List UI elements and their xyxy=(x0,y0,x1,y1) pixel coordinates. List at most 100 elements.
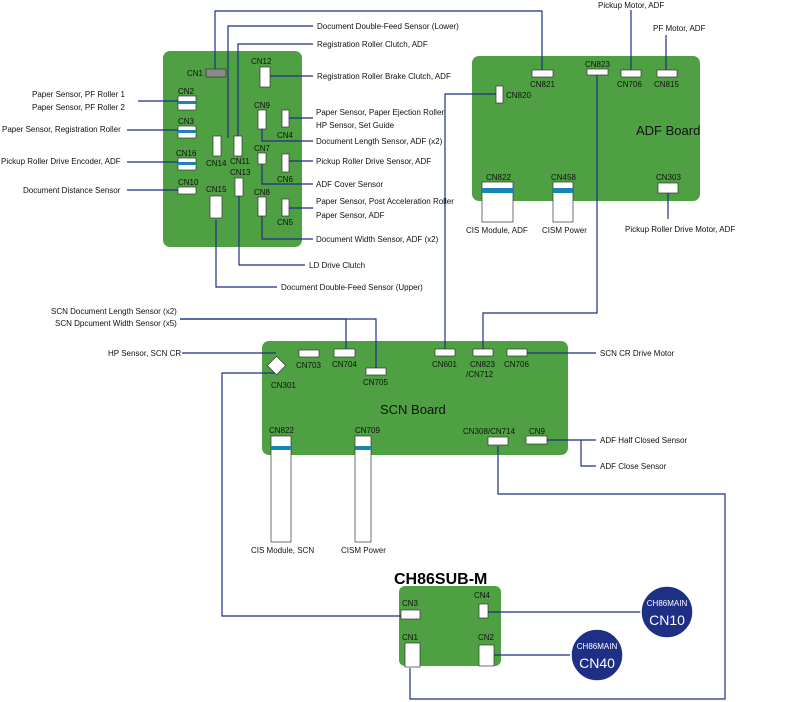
label-hp-sensor-scn-cr: HP Sensor, SCN CR xyxy=(108,349,181,358)
scn-cn709-stripe xyxy=(355,446,371,450)
cn8-label: CN8 xyxy=(254,188,271,197)
adf-cn820-label: CN820 xyxy=(506,91,531,100)
label-pickup-drive-sensor: Pickup Roller Drive Sensor, ADF xyxy=(316,157,431,166)
sub-cn4-connector xyxy=(478,603,489,619)
label-cis-module-adf: CIS Module, ADF xyxy=(466,226,528,235)
label-paper-sensor-adf: Paper Sensor, ADF xyxy=(316,211,385,220)
ch86main-cn40-badge: CH86MAIN CN40 xyxy=(570,628,624,682)
cn4-connector xyxy=(281,109,290,128)
cn14-label: CN14 xyxy=(206,159,227,168)
label-paper-sensor-reg: Paper Sensor, Registration Roller xyxy=(2,125,121,134)
badge-cn10-top: CH86MAIN xyxy=(647,599,688,608)
label-pickup-encoder: Pickup Roller Drive Encoder, ADF xyxy=(1,157,121,166)
cn2-label: CN2 xyxy=(178,87,195,96)
cn6-connector xyxy=(281,153,290,173)
badge-cn40-top: CH86MAIN xyxy=(577,642,618,651)
scn-labels: SCN Document Length Sensor (x2) SCN Dpcu… xyxy=(51,307,687,555)
label-pf-motor: PF Motor, ADF xyxy=(653,24,706,33)
scn-cn601-label: CN601 xyxy=(432,360,457,369)
scn-cn705-connector xyxy=(365,367,387,376)
label-paper-sensor-post-accel: Paper Sensor, Post Acceleration Roller xyxy=(316,197,454,206)
wires xyxy=(127,10,726,700)
cn3-label: CN3 xyxy=(178,117,195,126)
scn-cn705-label: CN705 xyxy=(363,378,388,387)
scn-cn712-label: /CN712 xyxy=(466,370,494,379)
adf-board-content: ADF Board CN821 CN823 CN706 CN815 CN820 … xyxy=(481,60,700,223)
label-pickup-motor: Pickup Motor, ADF xyxy=(598,1,664,10)
cn9-connector xyxy=(257,109,267,130)
cn9-label: CN9 xyxy=(254,101,271,110)
adf-cn823-connector xyxy=(586,68,609,76)
sub-board-content: CH86SUB-M CN3 CN4 CN1 CN2 xyxy=(394,571,495,668)
sub-board-title: CH86SUB-M xyxy=(394,571,487,588)
cn12-connector xyxy=(259,66,271,88)
scn-cn822-label: CN822 xyxy=(269,426,294,435)
badge-cn40-bottom: CN40 xyxy=(579,655,615,671)
cn14-connector xyxy=(212,135,222,157)
sub-cn2-connector xyxy=(478,644,495,667)
adf-cn458-label: CN458 xyxy=(551,173,576,182)
sub-cn2-label: CN2 xyxy=(478,633,495,642)
label-reg-roller-clutch: Registration Roller Clutch, ADF xyxy=(317,40,428,49)
cn2-stripe xyxy=(178,101,196,104)
cn13-connector xyxy=(234,177,244,197)
scn-cn709-label: CN709 xyxy=(355,426,380,435)
scn-cn9-connector xyxy=(525,435,548,445)
scn-cn706-label: CN706 xyxy=(504,360,529,369)
scn-cn703-label: CN703 xyxy=(296,361,321,370)
adf-cn820-connector xyxy=(495,85,504,104)
adf-cn706-label: CN706 xyxy=(617,80,642,89)
label-doc-distance: Document Distance Sensor xyxy=(23,186,121,195)
adf-cn823-label: CN823 xyxy=(585,60,610,69)
cn5-connector xyxy=(281,198,290,217)
cn7-label: CN7 xyxy=(254,144,271,153)
cn6-label: CN6 xyxy=(277,175,294,184)
adf-board xyxy=(472,56,700,201)
cn10-label: CN10 xyxy=(178,178,199,187)
cn12-label: CN12 xyxy=(251,57,272,66)
label-doc-double-feed-lower: Document Double-Feed Sensor (Lower) xyxy=(317,22,459,31)
adf-cn458-stripe xyxy=(553,188,573,193)
label-pickup-drive-motor: Pickup Roller Drive Motor, ADF xyxy=(625,225,735,234)
cn16-stripe xyxy=(178,162,196,165)
sub-cn1-connector xyxy=(404,642,421,668)
cn13-label: CN13 xyxy=(230,168,251,177)
label-ld-drive-clutch: LD Drive Clutch xyxy=(309,261,365,270)
scn-board xyxy=(262,341,568,455)
cn16-label: CN16 xyxy=(176,149,197,158)
cn1-label: CN1 xyxy=(187,69,204,78)
sub-cn1-label: CN1 xyxy=(402,633,419,642)
label-hp-sensor-set-guide: HP Sensor, Set Guide xyxy=(316,121,395,130)
cn4-label: CN4 xyxy=(277,131,294,140)
label-adf-cover: ADF Cover Sensor xyxy=(316,180,383,189)
sub-cn3-connector xyxy=(400,609,421,620)
scn-cn823-connector xyxy=(472,348,494,357)
label-scn-doc-width: SCN Dpcument Width Sensor (x5) xyxy=(55,319,177,328)
scn-cn709-connector xyxy=(354,435,372,543)
cn1-connector xyxy=(205,68,227,78)
label-adf-close: ADF Close Sensor xyxy=(600,462,667,471)
label-paper-sensor-pf2: Paper Sensor, PF Roller 2 xyxy=(32,103,125,112)
cn15-connector xyxy=(209,195,223,219)
scn-cn308-connector xyxy=(487,436,509,446)
scn-cn822-stripe xyxy=(271,446,291,450)
adf-cn706-connector xyxy=(620,69,642,78)
sub-cn4-label: CN4 xyxy=(474,591,491,600)
badge-cn10-bottom: CN10 xyxy=(649,612,685,628)
adf-board-title: ADF Board xyxy=(636,123,700,138)
cn11-label: CN11 xyxy=(230,157,250,166)
label-cism-power-adf: CISM Power xyxy=(542,226,587,235)
label-cism-power-scn: CISM Power xyxy=(341,546,386,555)
scn-cn308-label: CN308/CN714 xyxy=(463,427,516,436)
cn15-label: CN15 xyxy=(206,185,227,194)
cn5-label: CN5 xyxy=(277,218,294,227)
sub-board xyxy=(399,586,501,666)
adf-cn815-connector xyxy=(656,69,678,78)
label-paper-sensor-pf1: Paper Sensor, PF Roller 1 xyxy=(32,90,125,99)
scn-cn601-connector xyxy=(434,348,456,357)
scn-cn703-connector xyxy=(298,349,320,358)
cn10-connector xyxy=(177,186,197,195)
scn-cn706-connector xyxy=(506,348,528,357)
adf-cn815-label: CN815 xyxy=(654,80,679,89)
